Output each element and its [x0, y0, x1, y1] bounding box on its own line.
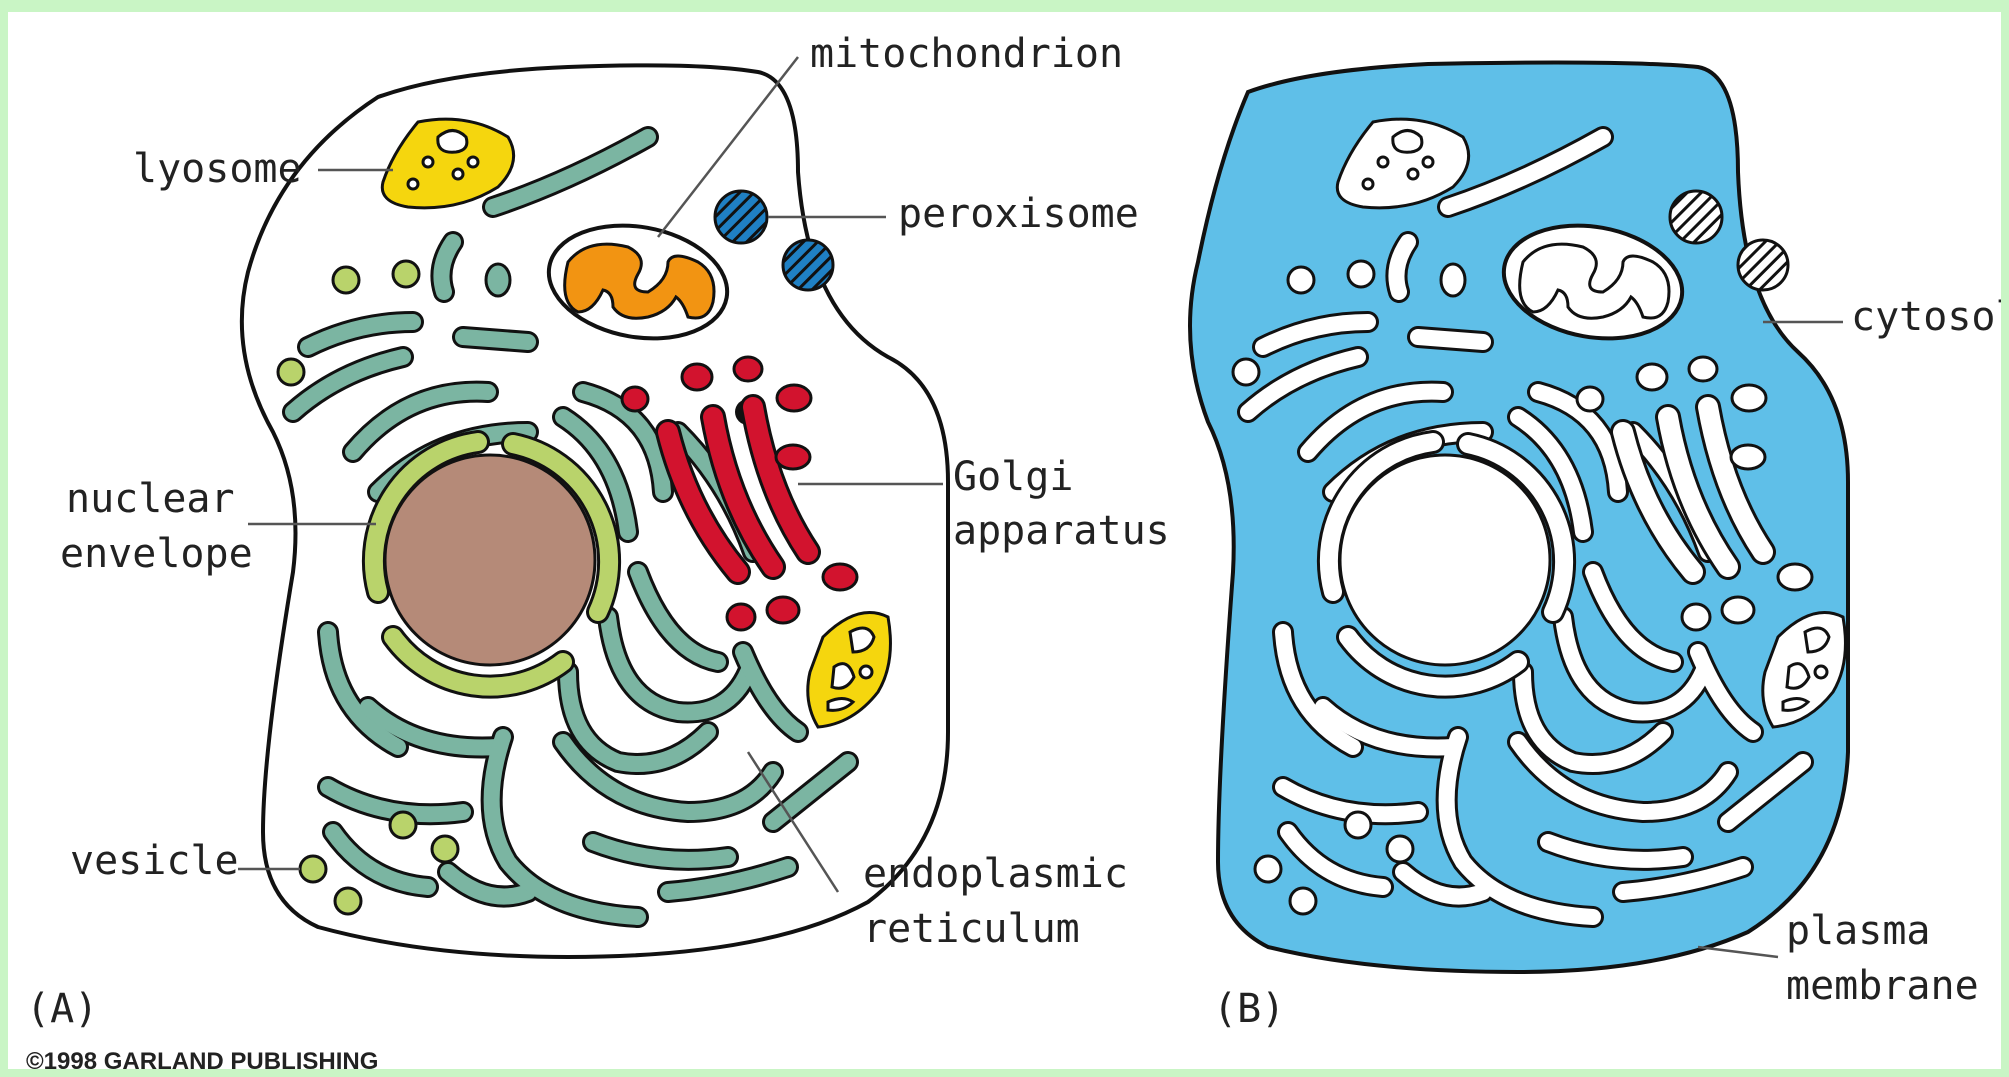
cell-diagram: lyosome mitochondrion peroxisome nuclear…: [8, 12, 2001, 1069]
diagram-frame: lyosome mitochondrion peroxisome nuclear…: [8, 12, 2001, 1069]
label-golgi-2: apparatus: [953, 508, 1170, 554]
label-plasma-membrane-1: plasma: [1786, 908, 1931, 954]
label-er-1: endoplasmic: [863, 851, 1128, 897]
label-er-2: reticulum: [863, 906, 1080, 952]
label-nuclear-envelope-2: envelope: [60, 531, 253, 577]
label-golgi-1: Golgi: [953, 454, 1073, 500]
cell-a: [242, 65, 948, 957]
copyright-notice: ©1998 GARLAND PUBLISHING: [26, 1048, 378, 1069]
label-peroxisome: peroxisome: [898, 191, 1139, 237]
label-mitochondrion: mitochondrion: [810, 31, 1123, 77]
label-cytosol: cytosol: [1851, 294, 2001, 340]
nucleus-a: [385, 455, 595, 665]
label-vesicle: vesicle: [70, 838, 239, 884]
label-nuclear-envelope-1: nuclear: [66, 476, 235, 522]
label-lysosome: lyosome: [133, 146, 302, 192]
cell-b: [1190, 63, 1848, 972]
caption-b: (B): [1213, 986, 1285, 1032]
label-plasma-membrane-2: membrane: [1786, 963, 1979, 1009]
caption-a: (A): [26, 986, 98, 1032]
